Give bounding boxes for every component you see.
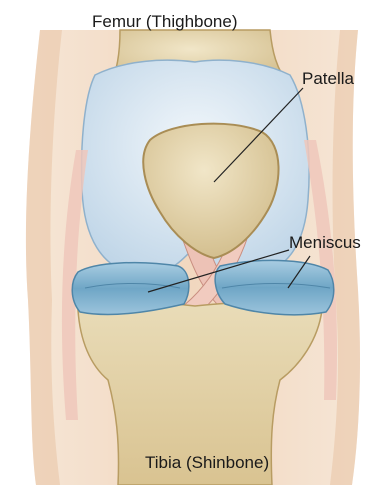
patella-label: Patella <box>302 70 354 87</box>
meniscus-label: Meniscus <box>289 234 361 251</box>
meniscus-left <box>72 263 189 315</box>
tibia-label: Tibia (Shinbone) <box>145 454 269 471</box>
femur-label: Femur (Thighbone) <box>92 13 238 30</box>
meniscus-right <box>215 260 334 314</box>
